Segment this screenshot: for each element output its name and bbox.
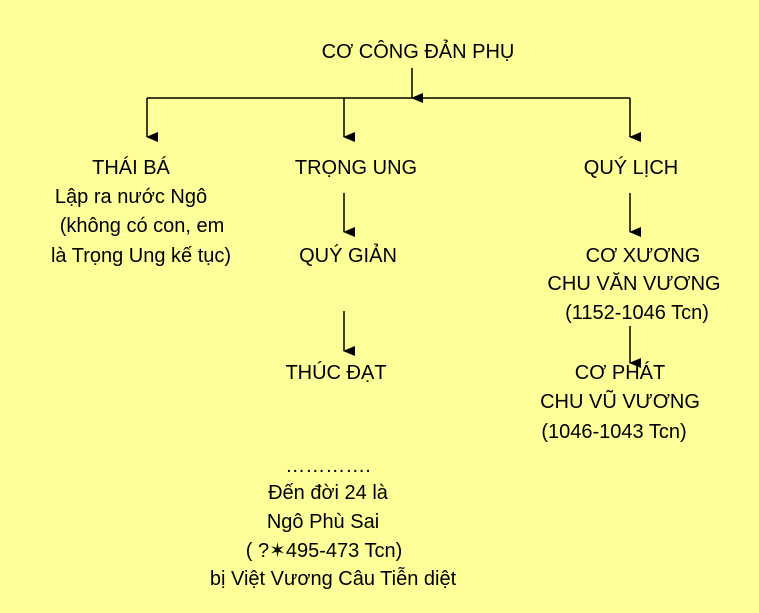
thai-ba-note-3: là Trọng Ung kế tục) [50,245,232,267]
root-node: CƠ CÔNG ĐẢN PHỤ [321,41,515,63]
co-phat-node: CƠ PHÁT [574,362,666,384]
co-xuong-node: CƠ XƯƠNG [585,245,701,267]
thai-ba-note-2: (không có con, em [59,215,225,237]
co-phat-title: CHU VŨ VƯƠNG [540,391,700,413]
quy-lich-node: QUÝ LỊCH [583,157,679,179]
later-note-2: Ngô Phù Sai [266,511,380,533]
co-phat-years: (1046-1043 Tcn) [541,421,687,443]
trong-ung-node: TRỌNG UNG [294,157,418,179]
co-xuong-title: CHU VĂN VƯƠNG [547,273,721,295]
generation-ellipsis: …………. [285,455,371,477]
quy-gian-node: QUÝ GIẢN [299,245,397,267]
thai-ba-note-1: Lập ra nước Ngô [54,186,208,208]
thai-ba-node: THÁI BÁ [92,157,170,179]
later-note-4: bị Việt Vương Câu Tiễn diệt [209,568,457,590]
co-xuong-years: (1152-1046 Tcn) [565,302,709,324]
thuc-dat-node: THÚC ĐẠT [285,362,387,384]
later-note-1: Đến đời 24 là [268,482,388,504]
later-note-3: ( ?✶495-473 Tcn) [245,540,403,562]
